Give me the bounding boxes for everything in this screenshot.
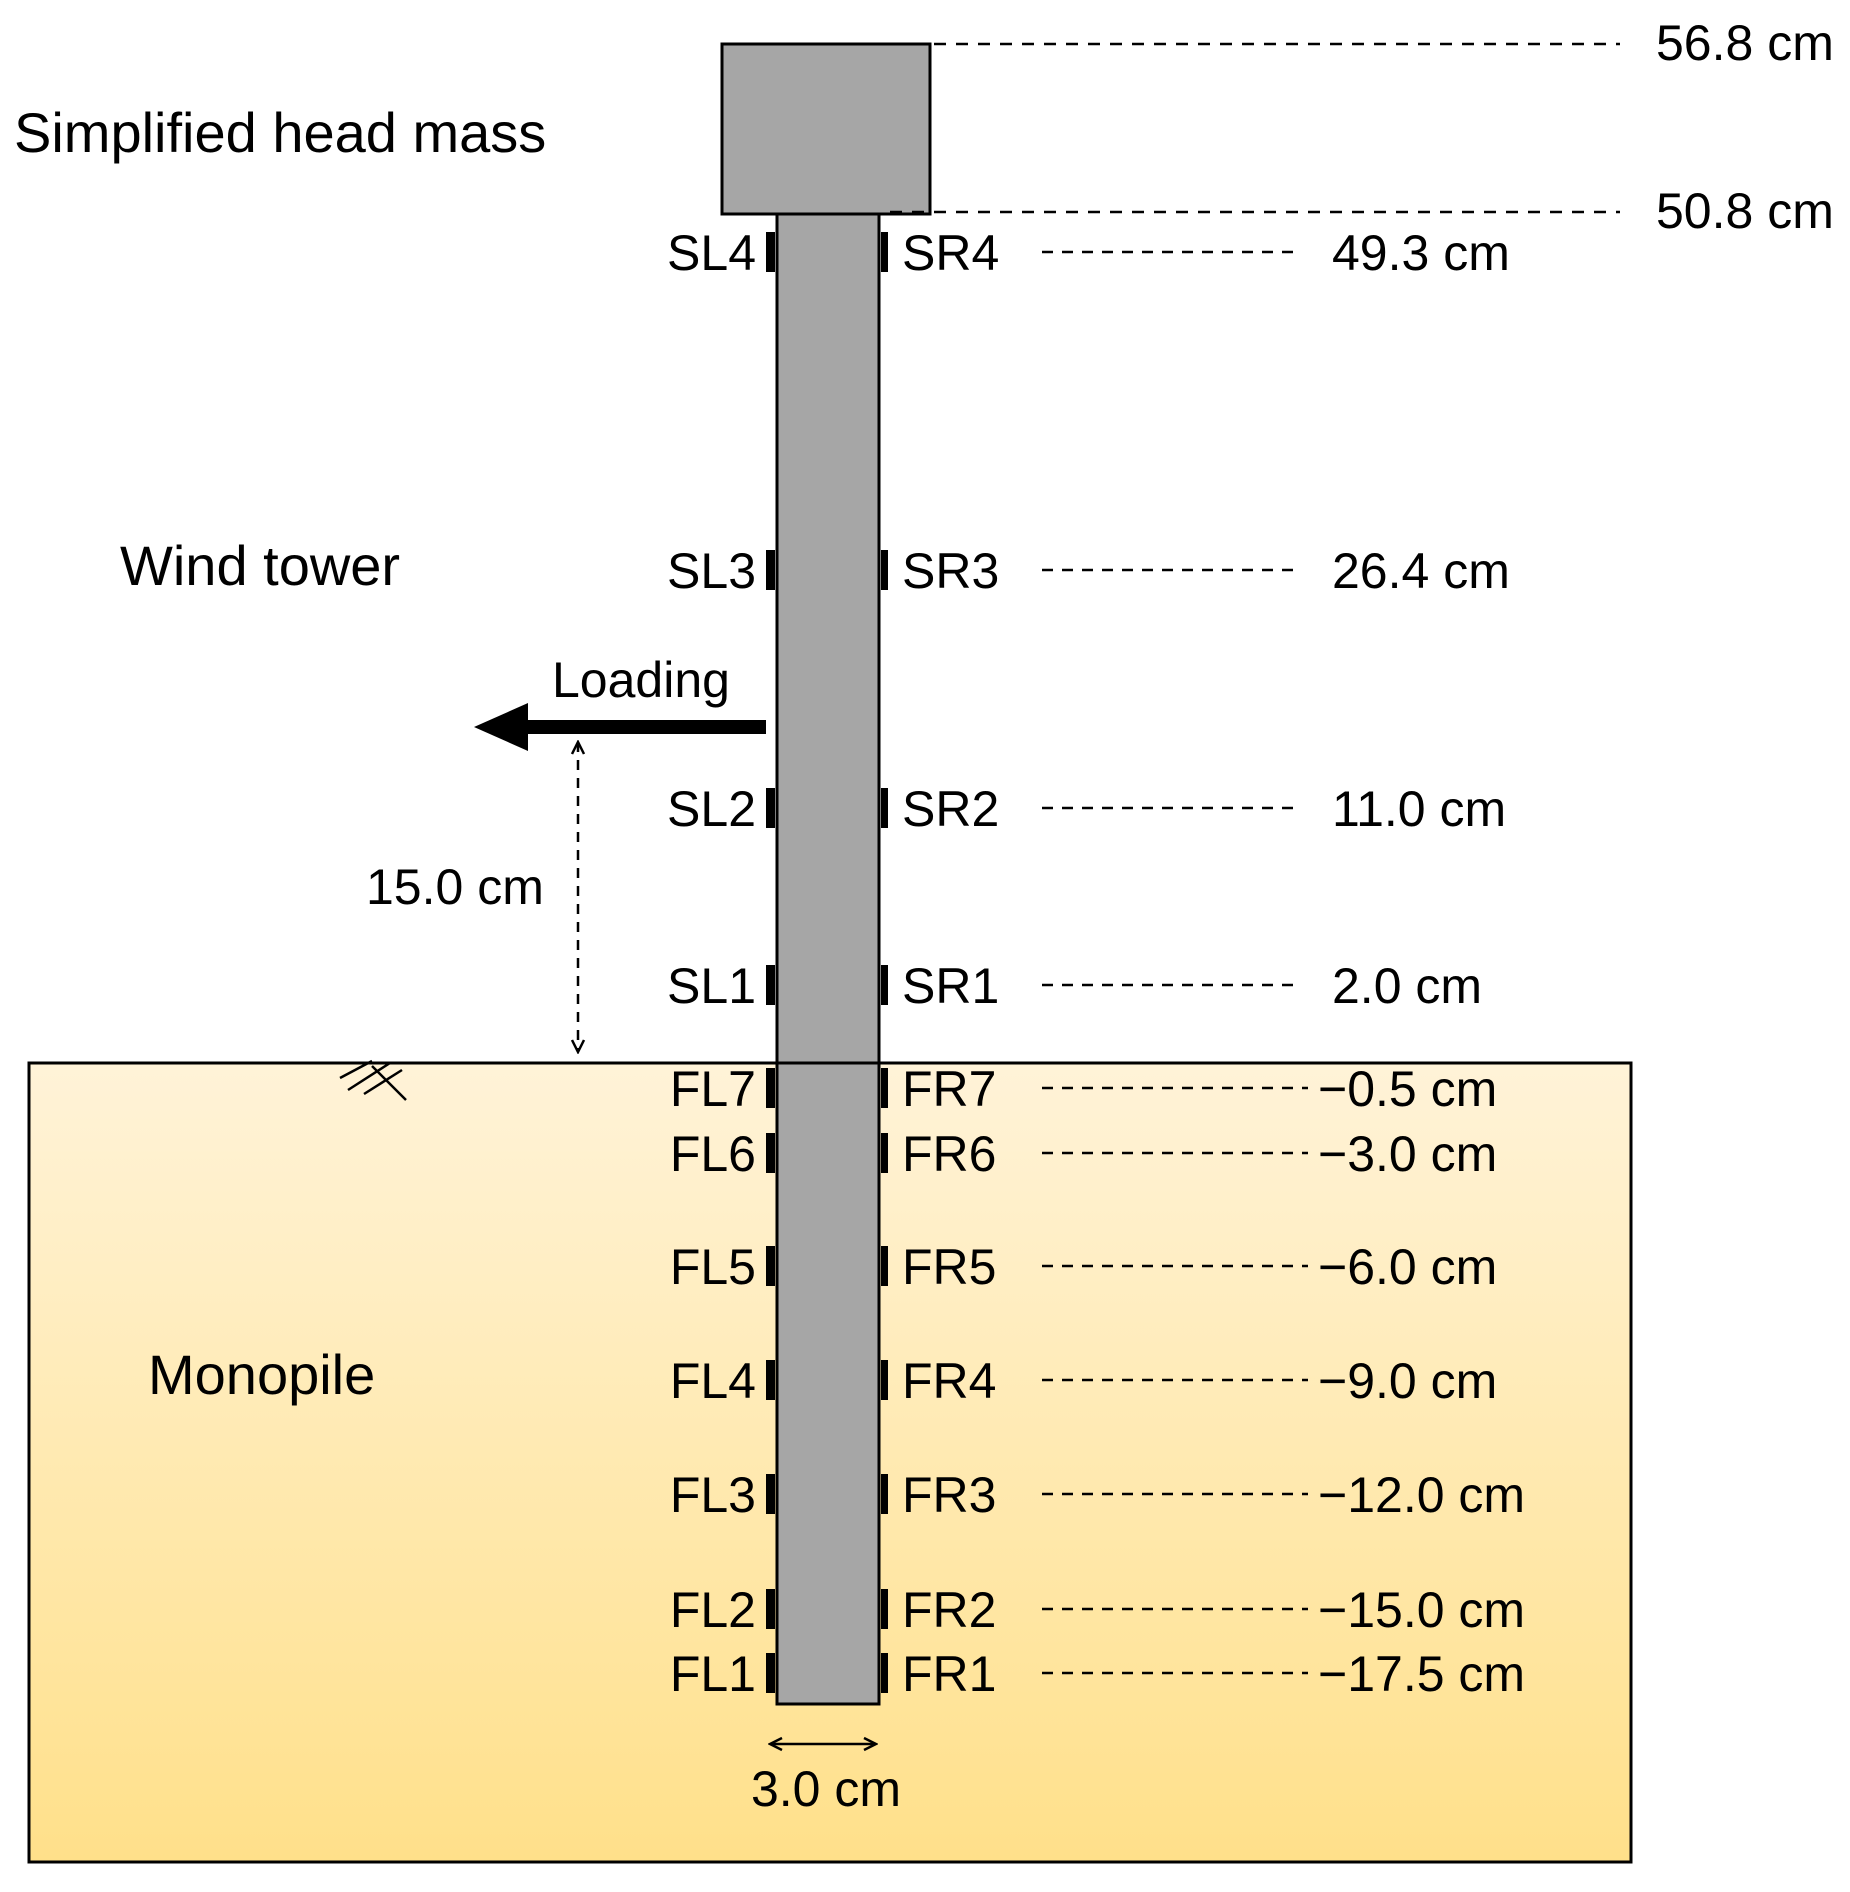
level-label: −15.0 cm bbox=[1318, 1582, 1525, 1638]
head-mass-label: Simplified head mass bbox=[14, 101, 546, 164]
strain-gauge-right bbox=[881, 1653, 888, 1693]
level-label: −12.0 cm bbox=[1318, 1467, 1525, 1523]
tower-sensor-row: SL1 SR1 2.0 cm bbox=[667, 958, 1482, 1014]
sensor-label-right: FR3 bbox=[902, 1467, 996, 1523]
strain-gauge-right bbox=[881, 1068, 888, 1108]
strain-gauge-left bbox=[766, 1133, 775, 1173]
level-label: 2.0 cm bbox=[1332, 958, 1482, 1014]
wind-tower-label: Wind tower bbox=[120, 534, 400, 597]
sensor-label-right: SR4 bbox=[902, 225, 999, 281]
sensor-label-left: FL3 bbox=[670, 1467, 756, 1523]
tower-sensor-row: SL2 SR2 11.0 cm bbox=[667, 781, 1506, 837]
level-label-head-top: 56.8 cm bbox=[1656, 15, 1834, 71]
strain-gauge-left bbox=[766, 1360, 775, 1400]
pile-sensor-row: FL7 FR7 −0.5 cm bbox=[670, 1061, 1497, 1117]
level-label: −0.5 cm bbox=[1318, 1061, 1497, 1117]
strain-gauge-left bbox=[766, 232, 775, 272]
sensor-label-right: SR1 bbox=[902, 958, 999, 1014]
strain-gauge-right bbox=[881, 1133, 888, 1173]
ground-hatch-icon bbox=[339, 1059, 407, 1101]
strain-gauge-right bbox=[881, 1360, 888, 1400]
pile-sensor-row: FL5 FR5 −6.0 cm bbox=[670, 1239, 1497, 1295]
strain-gauge-left bbox=[766, 1474, 775, 1514]
level-label: −6.0 cm bbox=[1318, 1239, 1497, 1295]
strain-gauge-left bbox=[766, 1068, 775, 1108]
strain-gauge-right bbox=[881, 1246, 888, 1286]
level-label-head-bottom: 50.8 cm bbox=[1656, 183, 1834, 239]
sensor-label-right: FR6 bbox=[902, 1126, 996, 1182]
sensor-label-right: FR4 bbox=[902, 1353, 996, 1409]
sensor-label-left: FL5 bbox=[670, 1239, 756, 1295]
strain-gauge-left bbox=[766, 1589, 775, 1629]
level-label: −17.5 cm bbox=[1318, 1646, 1525, 1702]
strain-gauge-left bbox=[766, 1246, 775, 1286]
pile-shaft bbox=[775, 1061, 881, 1706]
sensor-label-right: FR7 bbox=[902, 1061, 996, 1117]
level-label: 11.0 cm bbox=[1332, 781, 1506, 837]
sensor-label-left: FL1 bbox=[670, 1646, 756, 1702]
sensor-label-left: FL7 bbox=[670, 1061, 756, 1117]
loading-label: Loading bbox=[552, 652, 730, 708]
pile-sensor-row: FL6 FR6 −3.0 cm bbox=[670, 1126, 1497, 1182]
sensor-label-right: FR1 bbox=[902, 1646, 996, 1702]
sensor-label-right: FR2 bbox=[902, 1582, 996, 1638]
strain-gauge-right bbox=[881, 550, 888, 590]
strain-gauge-right bbox=[881, 1589, 888, 1629]
sensor-label-right: FR5 bbox=[902, 1239, 996, 1295]
strain-gauge-right bbox=[881, 965, 888, 1005]
pile-sensor-row: FL4 FR4 −9.0 cm bbox=[670, 1353, 1497, 1409]
pile-sensor-row: FL1 FR1 −17.5 cm bbox=[670, 1646, 1525, 1702]
sensor-label-left: SL1 bbox=[667, 958, 756, 1014]
tower-sensor-row: SL3 SR3 26.4 cm bbox=[667, 543, 1510, 599]
loading-arrow-icon bbox=[474, 703, 766, 751]
sensor-label-left: SL3 bbox=[667, 543, 756, 599]
strain-gauge-left bbox=[766, 965, 775, 1005]
pile-sensor-row: FL3 FR3 −12.0 cm bbox=[670, 1467, 1525, 1523]
pile-sensor-row: FL2 FR2 −15.0 cm bbox=[670, 1582, 1525, 1638]
tower-shaft bbox=[775, 212, 881, 1065]
strain-gauge-right bbox=[881, 788, 888, 828]
level-label: −3.0 cm bbox=[1318, 1126, 1497, 1182]
sensor-label-left: SL2 bbox=[667, 781, 756, 837]
strain-gauge-left bbox=[766, 1653, 775, 1693]
sensor-label-right: SR2 bbox=[902, 781, 999, 837]
sensor-label-left: FL6 bbox=[670, 1126, 756, 1182]
sensor-label-right: SR3 bbox=[902, 543, 999, 599]
strain-gauge-left bbox=[766, 788, 775, 828]
sensor-label-left: SL4 bbox=[667, 225, 756, 281]
strain-gauge-left bbox=[766, 550, 775, 590]
sensor-label-left: FL4 bbox=[670, 1353, 756, 1409]
level-label: 26.4 cm bbox=[1332, 543, 1510, 599]
monopile-label: Monopile bbox=[148, 1343, 375, 1406]
level-label: 49.3 cm bbox=[1332, 225, 1510, 281]
sensor-label-left: FL2 bbox=[670, 1582, 756, 1638]
pile-diameter-label: 3.0 cm bbox=[751, 1761, 901, 1817]
tower-sensor-row: SL4 SR4 49.3 cm bbox=[667, 225, 1510, 281]
loading-height-label: 15.0 cm bbox=[366, 859, 544, 915]
head-mass-block bbox=[720, 42, 932, 216]
strain-gauge-right bbox=[881, 1474, 888, 1514]
level-label: −9.0 cm bbox=[1318, 1353, 1497, 1409]
strain-gauge-right bbox=[881, 232, 888, 272]
